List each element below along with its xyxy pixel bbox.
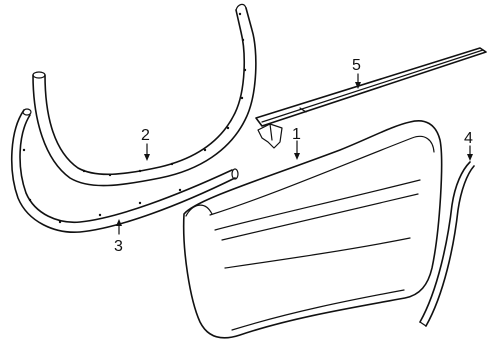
callout-5: 5 bbox=[352, 57, 361, 74]
molding-clip-bracket bbox=[257, 123, 283, 149]
belt-molding bbox=[255, 47, 487, 127]
door-frame-weatherstrip bbox=[32, 3, 257, 187]
leader-lines bbox=[116, 73, 473, 235]
rear-edge-seal bbox=[419, 161, 475, 327]
callout-4: 4 bbox=[464, 130, 473, 147]
door-shell bbox=[182, 120, 443, 339]
callout-3: 3 bbox=[114, 238, 123, 255]
callout-2: 2 bbox=[141, 127, 150, 144]
body-side-weatherstrip bbox=[10, 108, 239, 233]
callout-1: 1 bbox=[292, 126, 301, 143]
